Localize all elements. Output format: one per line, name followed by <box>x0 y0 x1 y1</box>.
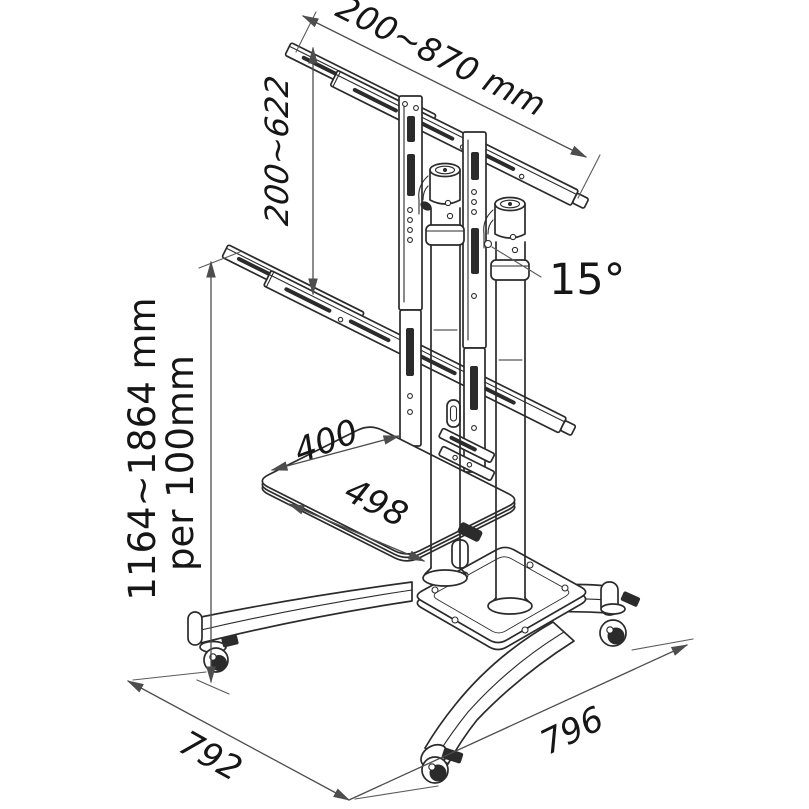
pole-cross-braces <box>438 399 496 481</box>
dim-height-range: 1164~1864 mm per 100mm <box>121 251 241 695</box>
dim-rail-height: 200~622 <box>258 46 318 296</box>
base-depth-label: 792 <box>172 723 248 789</box>
height-range-label-line2: per 100mm <box>159 355 202 571</box>
pole-left <box>422 207 468 587</box>
tilt-pivot-right <box>483 196 526 254</box>
rail-height-label: 200~622 <box>258 73 296 227</box>
pole-right <box>487 241 533 615</box>
dim-base-depth: 792 <box>126 671 351 801</box>
height-range-label-line1: 1164~1864 mm <box>121 297 164 600</box>
rail-width-label: 200~870 mm <box>330 0 552 124</box>
caster-right <box>599 591 641 647</box>
dim-tilt-angle: 15° <box>483 239 625 305</box>
base-width-label: 796 <box>534 699 610 763</box>
tilt-angle-label: 15° <box>549 255 625 305</box>
vesa-strip-right <box>462 131 487 473</box>
leg-left <box>187 581 413 646</box>
vesa-strip-left <box>398 95 423 447</box>
tilt-pivot-left <box>418 162 461 220</box>
